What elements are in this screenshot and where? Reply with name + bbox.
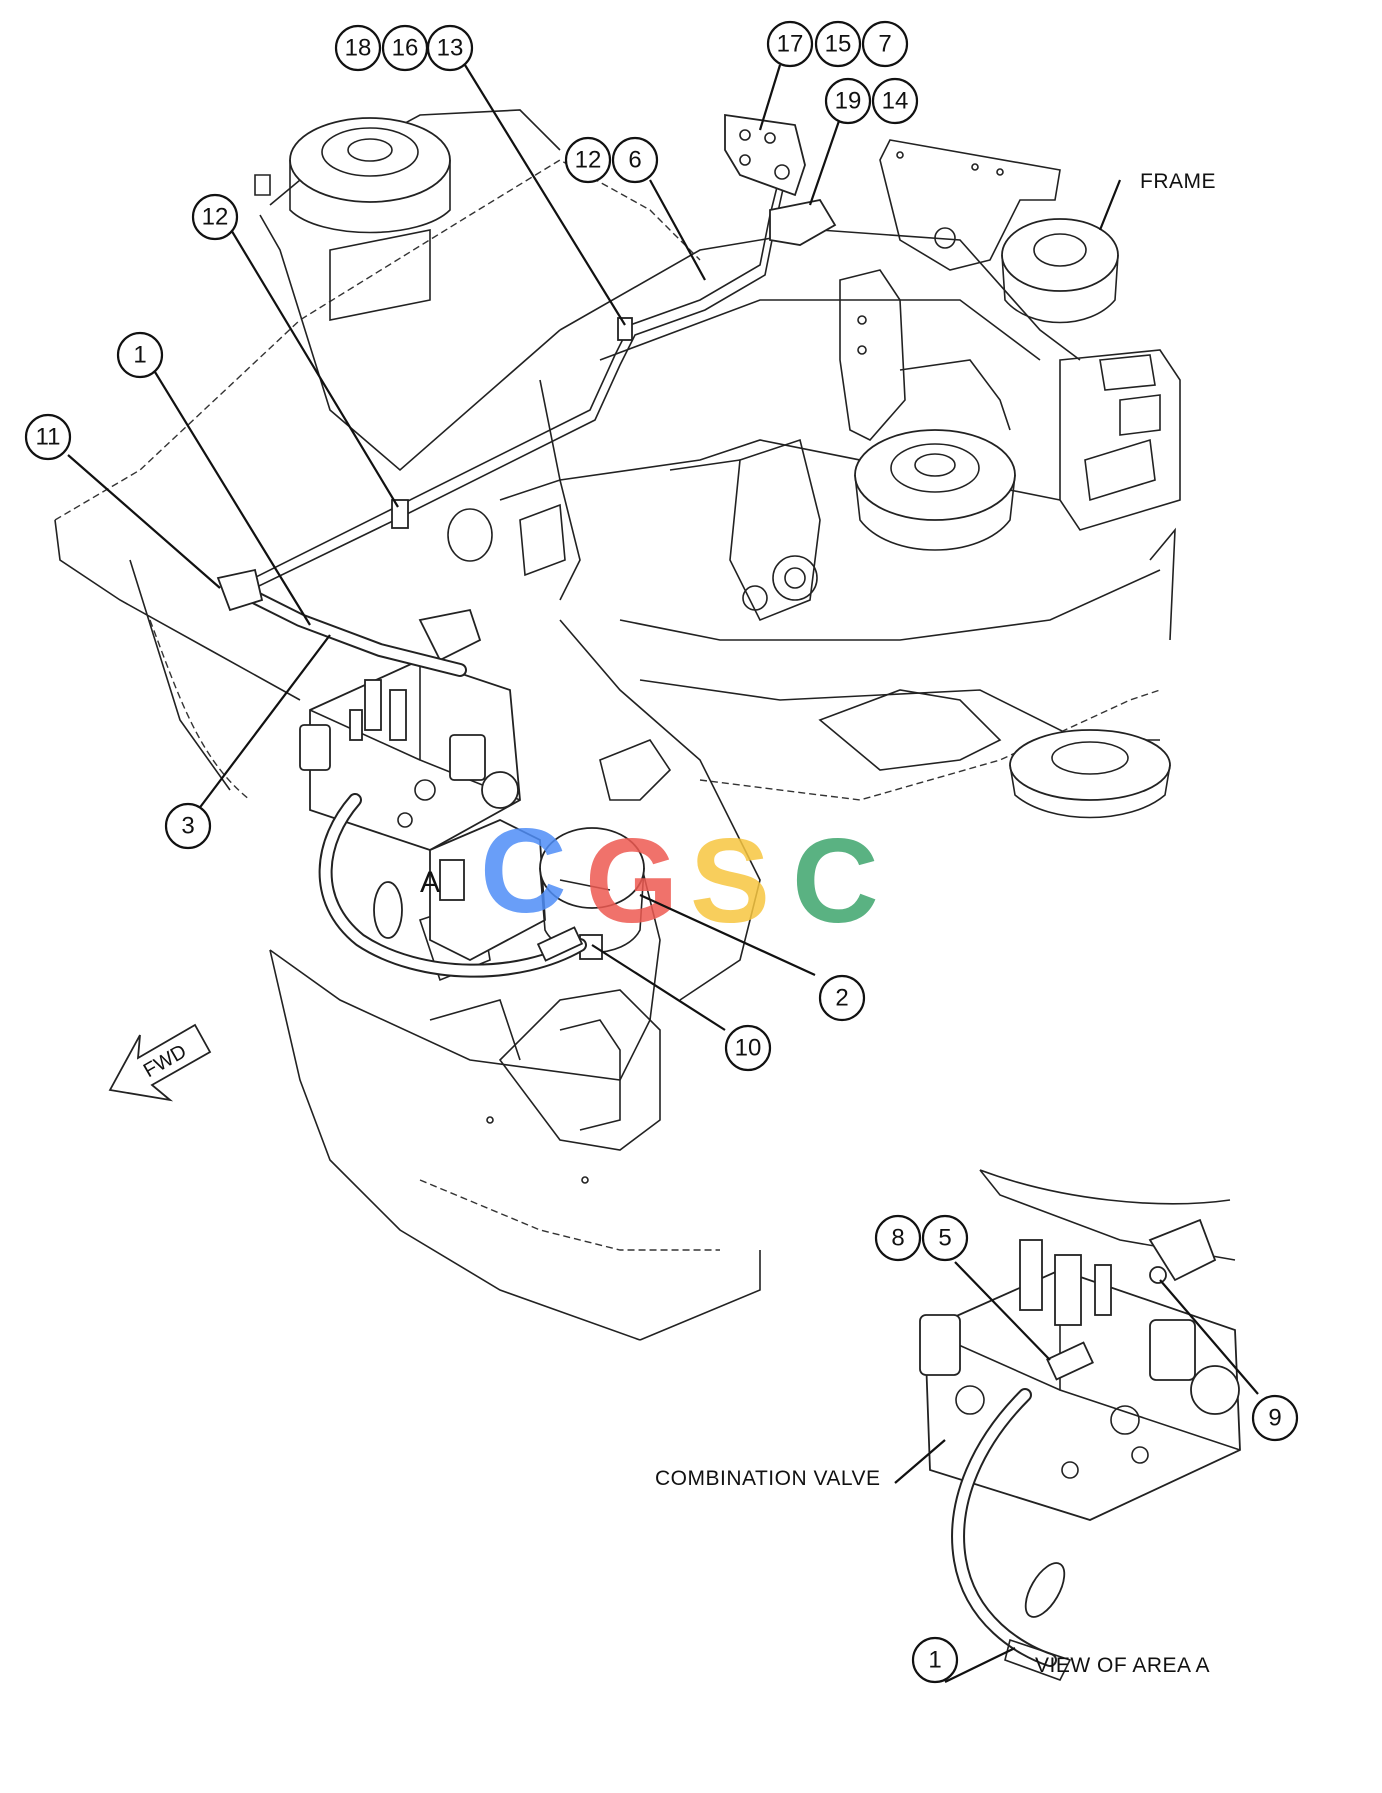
- tube-bracket: [724, 113, 806, 197]
- svg-text:16: 16: [392, 35, 419, 62]
- callout-10: 10: [724, 1024, 772, 1072]
- tube-clip-13: [617, 317, 633, 341]
- svg-text:3: 3: [181, 813, 194, 840]
- callout-7: 7: [861, 20, 909, 68]
- watermark-letter-c2: C: [792, 814, 879, 948]
- callout-5: 5: [921, 1214, 969, 1262]
- callout-3: 3: [164, 802, 212, 850]
- callout-2: 2: [818, 974, 866, 1022]
- svg-text:14: 14: [882, 88, 909, 115]
- callout-6: 6: [611, 136, 659, 184]
- combination-valve-main: [299, 608, 546, 962]
- svg-text:2: 2: [835, 985, 848, 1012]
- callout-14: 14: [871, 77, 919, 125]
- tube-clip-12: [391, 499, 409, 529]
- callout-17: 17: [766, 20, 814, 68]
- frame-label: FRAME: [1140, 170, 1216, 193]
- callout-9: 9: [1251, 1394, 1299, 1442]
- view-of-area-a-label: VIEW OF AREA A: [1035, 1654, 1210, 1677]
- svg-text:6: 6: [628, 147, 641, 174]
- svg-text:1: 1: [928, 1647, 941, 1674]
- detail-view-area-a: [919, 1169, 1241, 1681]
- svg-text:15: 15: [825, 31, 852, 58]
- svg-text:11: 11: [36, 424, 61, 451]
- hose-lines: [216, 568, 587, 978]
- callout-11: 11: [24, 413, 72, 461]
- callout-12-upper: 12: [564, 136, 612, 184]
- callout-16: 16: [381, 24, 429, 72]
- svg-text:12: 12: [575, 147, 602, 174]
- callout-1-main: 1: [116, 331, 164, 379]
- svg-text:10: 10: [735, 1035, 762, 1062]
- watermark-letter-g: G: [585, 814, 678, 948]
- watermark-letter-c1: C: [480, 804, 567, 938]
- combination-valve-label: COMBINATION VALVE: [655, 1467, 881, 1490]
- svg-text:1: 1: [133, 342, 146, 369]
- svg-text:5: 5: [938, 1225, 951, 1252]
- svg-text:9: 9: [1268, 1405, 1281, 1432]
- svg-text:8: 8: [891, 1225, 904, 1252]
- area-a-marker: A: [420, 866, 440, 899]
- callout-1-detail: 1: [911, 1636, 959, 1684]
- callout-8: 8: [874, 1214, 922, 1262]
- callout-18: 18: [334, 24, 382, 72]
- callout-19: 19: [824, 77, 872, 125]
- watermark-logo: C G S C: [480, 804, 879, 948]
- svg-text:7: 7: [878, 31, 891, 58]
- watermark-letter-s: S: [690, 814, 770, 948]
- svg-text:12: 12: [202, 204, 229, 231]
- callout-13: 13: [426, 24, 474, 72]
- forward-arrow-icon: FWD: [108, 1023, 212, 1102]
- machine-frame-drawing: [54, 109, 1181, 1341]
- callout-15: 15: [814, 20, 862, 68]
- tube-routing: [229, 113, 837, 601]
- leader-lines: [67, 64, 1259, 1683]
- svg-text:17: 17: [777, 31, 804, 58]
- svg-text:19: 19: [835, 88, 862, 115]
- callout-12-left: 12: [191, 193, 239, 241]
- svg-text:18: 18: [345, 35, 372, 62]
- svg-text:13: 13: [437, 35, 464, 62]
